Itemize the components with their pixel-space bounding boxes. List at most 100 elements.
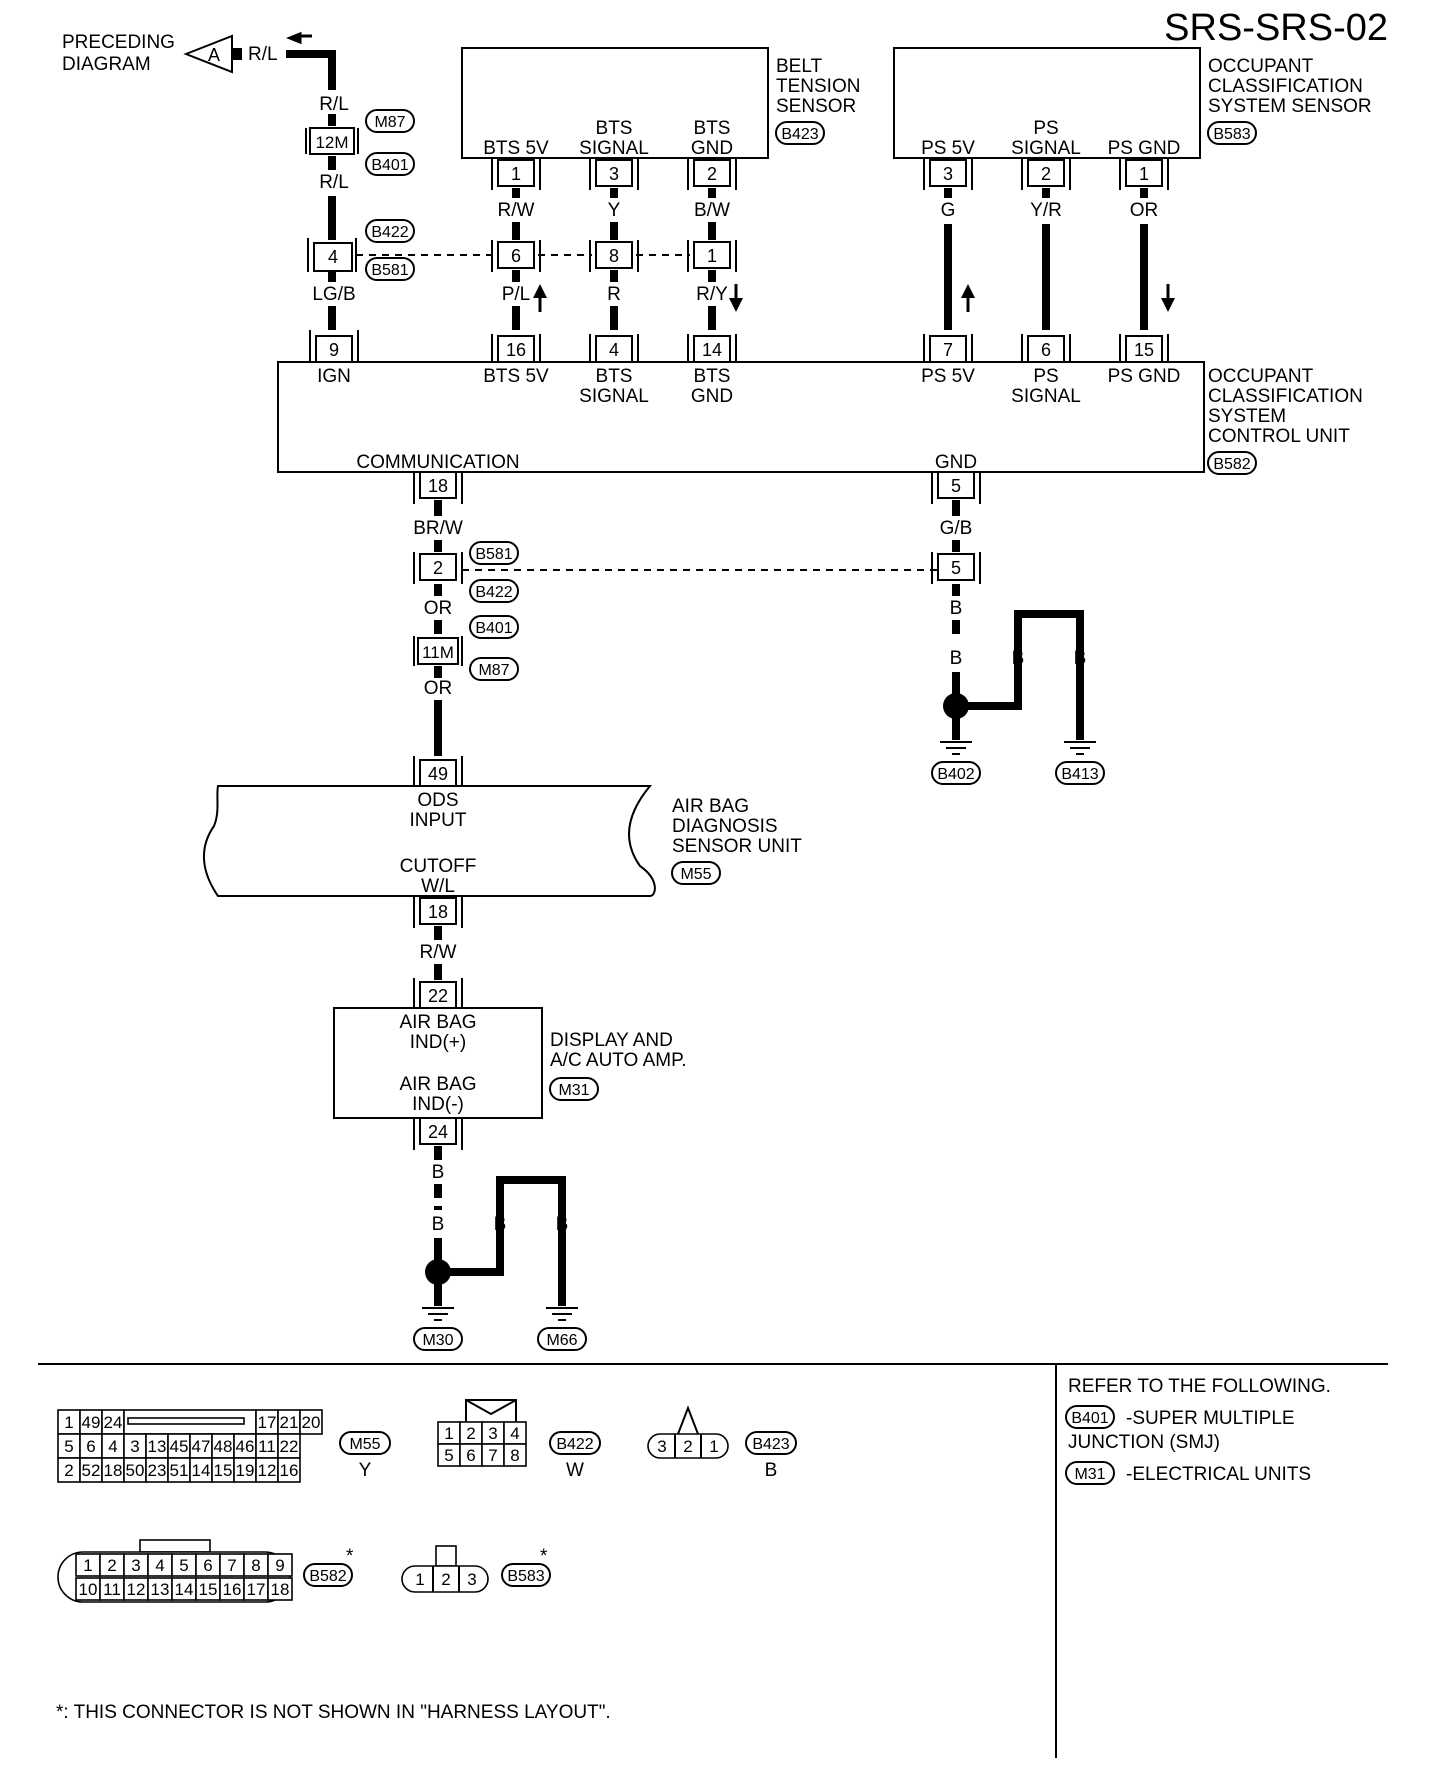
- svg-text:22: 22: [428, 986, 448, 1006]
- preceding-label-1: PRECEDING: [62, 32, 175, 53]
- cu-pin-5: 5: [931, 471, 981, 504]
- b422-pin-r0-2: 3: [488, 1424, 497, 1443]
- belt-sensor-name-3: SENSOR: [776, 96, 856, 117]
- refer-item-b401-text2: JUNCTION (SMJ): [1068, 1432, 1220, 1453]
- m55-pin-r2-8: 19: [236, 1461, 255, 1480]
- cu-pin-belt-2-num: 14: [702, 340, 722, 360]
- svg-text:49: 49: [428, 764, 448, 784]
- ocs-pin-1-num: 2: [1041, 164, 1051, 184]
- b583-pin-0: 1: [415, 1570, 424, 1589]
- loc-badge-b581-bottom: B581: [469, 541, 519, 565]
- arrow-up-icon-ocs-0: [961, 284, 975, 312]
- cu-label-3-a: PS 5V: [921, 366, 975, 387]
- belt-sensor-name-1: BELT: [776, 56, 823, 77]
- connector-b583-label: B583 *: [501, 1546, 551, 1587]
- ground-symbol-b402: [940, 741, 972, 755]
- svg-text:B401: B401: [1071, 1410, 1108, 1427]
- b422-pin-r1-1: 6: [466, 1446, 475, 1465]
- connector-b422-color: W: [566, 1460, 584, 1481]
- cu-pin-ocs-0-num: 7: [943, 340, 953, 360]
- wire-color-lgb: LG/B: [312, 284, 355, 305]
- preceding-diagram-ref: PRECEDING DIAGRAM A R/L: [62, 32, 278, 75]
- svg-text:M31: M31: [1074, 1466, 1105, 1483]
- display-name-1: DISPLAY AND: [550, 1030, 673, 1051]
- wire-color-b-d1: B: [432, 1162, 445, 1183]
- b423-pin-0: 3: [657, 1437, 666, 1456]
- refer-item-m31: M31 -ELECTRICAL UNITS: [1065, 1461, 1311, 1485]
- connector-m55-label: M55 Y: [339, 1431, 391, 1481]
- belt-pin-label-1-b: SIGNAL: [579, 138, 649, 159]
- pin-12m: 12M: [315, 133, 348, 152]
- airbag-unit-name-3: SENSOR UNIT: [672, 836, 802, 857]
- airbag-ods-label: ODS: [417, 790, 458, 811]
- airbag-diagnosis-unit-box: [202, 785, 656, 897]
- svg-text:B583: B583: [507, 1568, 544, 1585]
- b422-pin-r0-0: 1: [444, 1424, 453, 1443]
- b422-pin-r1-3: 8: [510, 1446, 519, 1465]
- display-pin-22: 22: [413, 978, 463, 1009]
- svg-text:M31: M31: [558, 1082, 589, 1099]
- pin-4: 4: [328, 247, 338, 267]
- svg-text:B401: B401: [475, 620, 512, 637]
- refer-title: REFER TO THE FOLLOWING.: [1068, 1376, 1331, 1397]
- belt-pin-1-num: 3: [609, 164, 619, 184]
- svg-text:B423: B423: [752, 1436, 789, 1453]
- b582-cell-r1-8: [267, 1577, 293, 1601]
- b582-pin-r1-6: 16: [223, 1580, 242, 1599]
- svg-text:9: 9: [329, 340, 339, 360]
- b422-pin-r0-1: 2: [466, 1424, 475, 1443]
- svg-text:M87: M87: [478, 662, 509, 679]
- b582-pin-r0-5: 6: [203, 1556, 212, 1575]
- m55-cell-r0-6: [299, 1409, 323, 1435]
- belt-wire2-color-2: R/Y: [696, 284, 728, 305]
- wire-color-b-2: B: [950, 648, 963, 669]
- belt-pin-label-0: BTS 5V: [483, 138, 549, 159]
- loc-badge-b402: B402: [931, 761, 981, 785]
- svg-text:M55: M55: [680, 866, 711, 883]
- cu-name-4: CONTROL UNIT: [1208, 426, 1350, 447]
- belt-tension-sensor-box: [461, 47, 769, 159]
- cu-label-1-b: SIGNAL: [579, 386, 649, 407]
- m55-pin-r2-5: 51: [170, 1461, 189, 1480]
- b582-pin-r0-2: 3: [131, 1556, 140, 1575]
- connector-4: 4: [307, 238, 357, 272]
- cu-label-5-a: PS GND: [1108, 366, 1181, 387]
- b423-pin-1: 2: [683, 1437, 692, 1456]
- wire-color-gb: G/B: [940, 518, 973, 539]
- m55-pin-r2-10: 16: [280, 1461, 299, 1480]
- m55-pin-r1-8: 46: [236, 1437, 255, 1456]
- belt-joint-pin-1: 8: [589, 240, 639, 272]
- display-l1: AIR BAG: [399, 1012, 476, 1033]
- b582-pin-r1-4: 14: [175, 1580, 194, 1599]
- belt-joint-pin-2-num: 1: [707, 246, 717, 266]
- refer-item-m31-text1: -ELECTRICAL UNITS: [1126, 1464, 1311, 1485]
- ocs-sensor-name-2: CLASSIFICATION: [1208, 76, 1363, 97]
- airbag-unit-name-2: DIAGNOSIS: [672, 816, 778, 837]
- cu-label-2-a: BTS: [694, 366, 731, 387]
- ground-symbol-b413: [1064, 741, 1096, 755]
- ocs-pin-label-0: PS 5V: [921, 138, 975, 159]
- m55-pin-r1-6: 47: [192, 1437, 211, 1456]
- b422-latch: [465, 1399, 517, 1422]
- wire-color-b-3: B: [1012, 648, 1025, 669]
- wire-color-b-1: B: [950, 598, 963, 619]
- cu-pin-9: 9: [309, 330, 359, 363]
- loc-badge-b582: B582: [1207, 451, 1257, 475]
- airbag-wl-label: W/L: [421, 876, 455, 897]
- belt-pin-label-2-b: GND: [691, 138, 733, 159]
- display-name-2: A/C AUTO AMP.: [550, 1050, 687, 1071]
- ocs-pin-2: 1: [1119, 158, 1169, 190]
- cu-name-2: CLASSIFICATION: [1208, 386, 1363, 407]
- loc-badge-m66: M66: [537, 1327, 587, 1351]
- m55-pin-r0-0: 1: [64, 1413, 73, 1432]
- m55-pin-r1-7: 48: [214, 1437, 233, 1456]
- ocs-pin-1: 2: [1021, 158, 1071, 190]
- loc-badge-b422-bottom: B422: [469, 579, 519, 603]
- connector-12m: 12M: [305, 127, 359, 155]
- m55-pin-r2-3: 50: [126, 1461, 145, 1480]
- arrow-up-icon-belt-0: [533, 284, 547, 312]
